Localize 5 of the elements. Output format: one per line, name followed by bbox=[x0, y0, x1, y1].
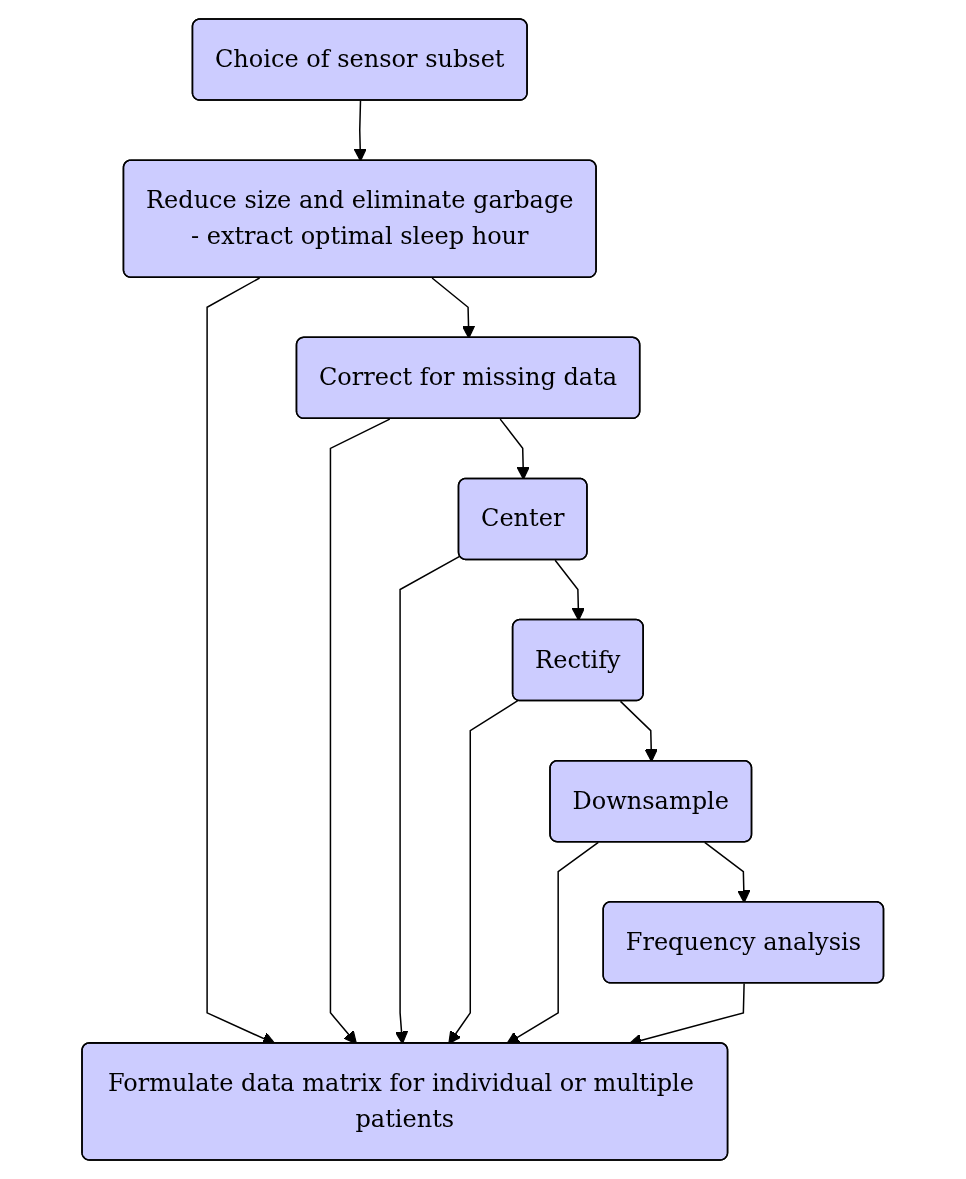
arrow bbox=[499, 418, 530, 480]
arrow bbox=[353, 100, 368, 162]
arrow bbox=[620, 700, 659, 762]
arrow bbox=[554, 559, 586, 621]
arrow bbox=[431, 277, 476, 339]
